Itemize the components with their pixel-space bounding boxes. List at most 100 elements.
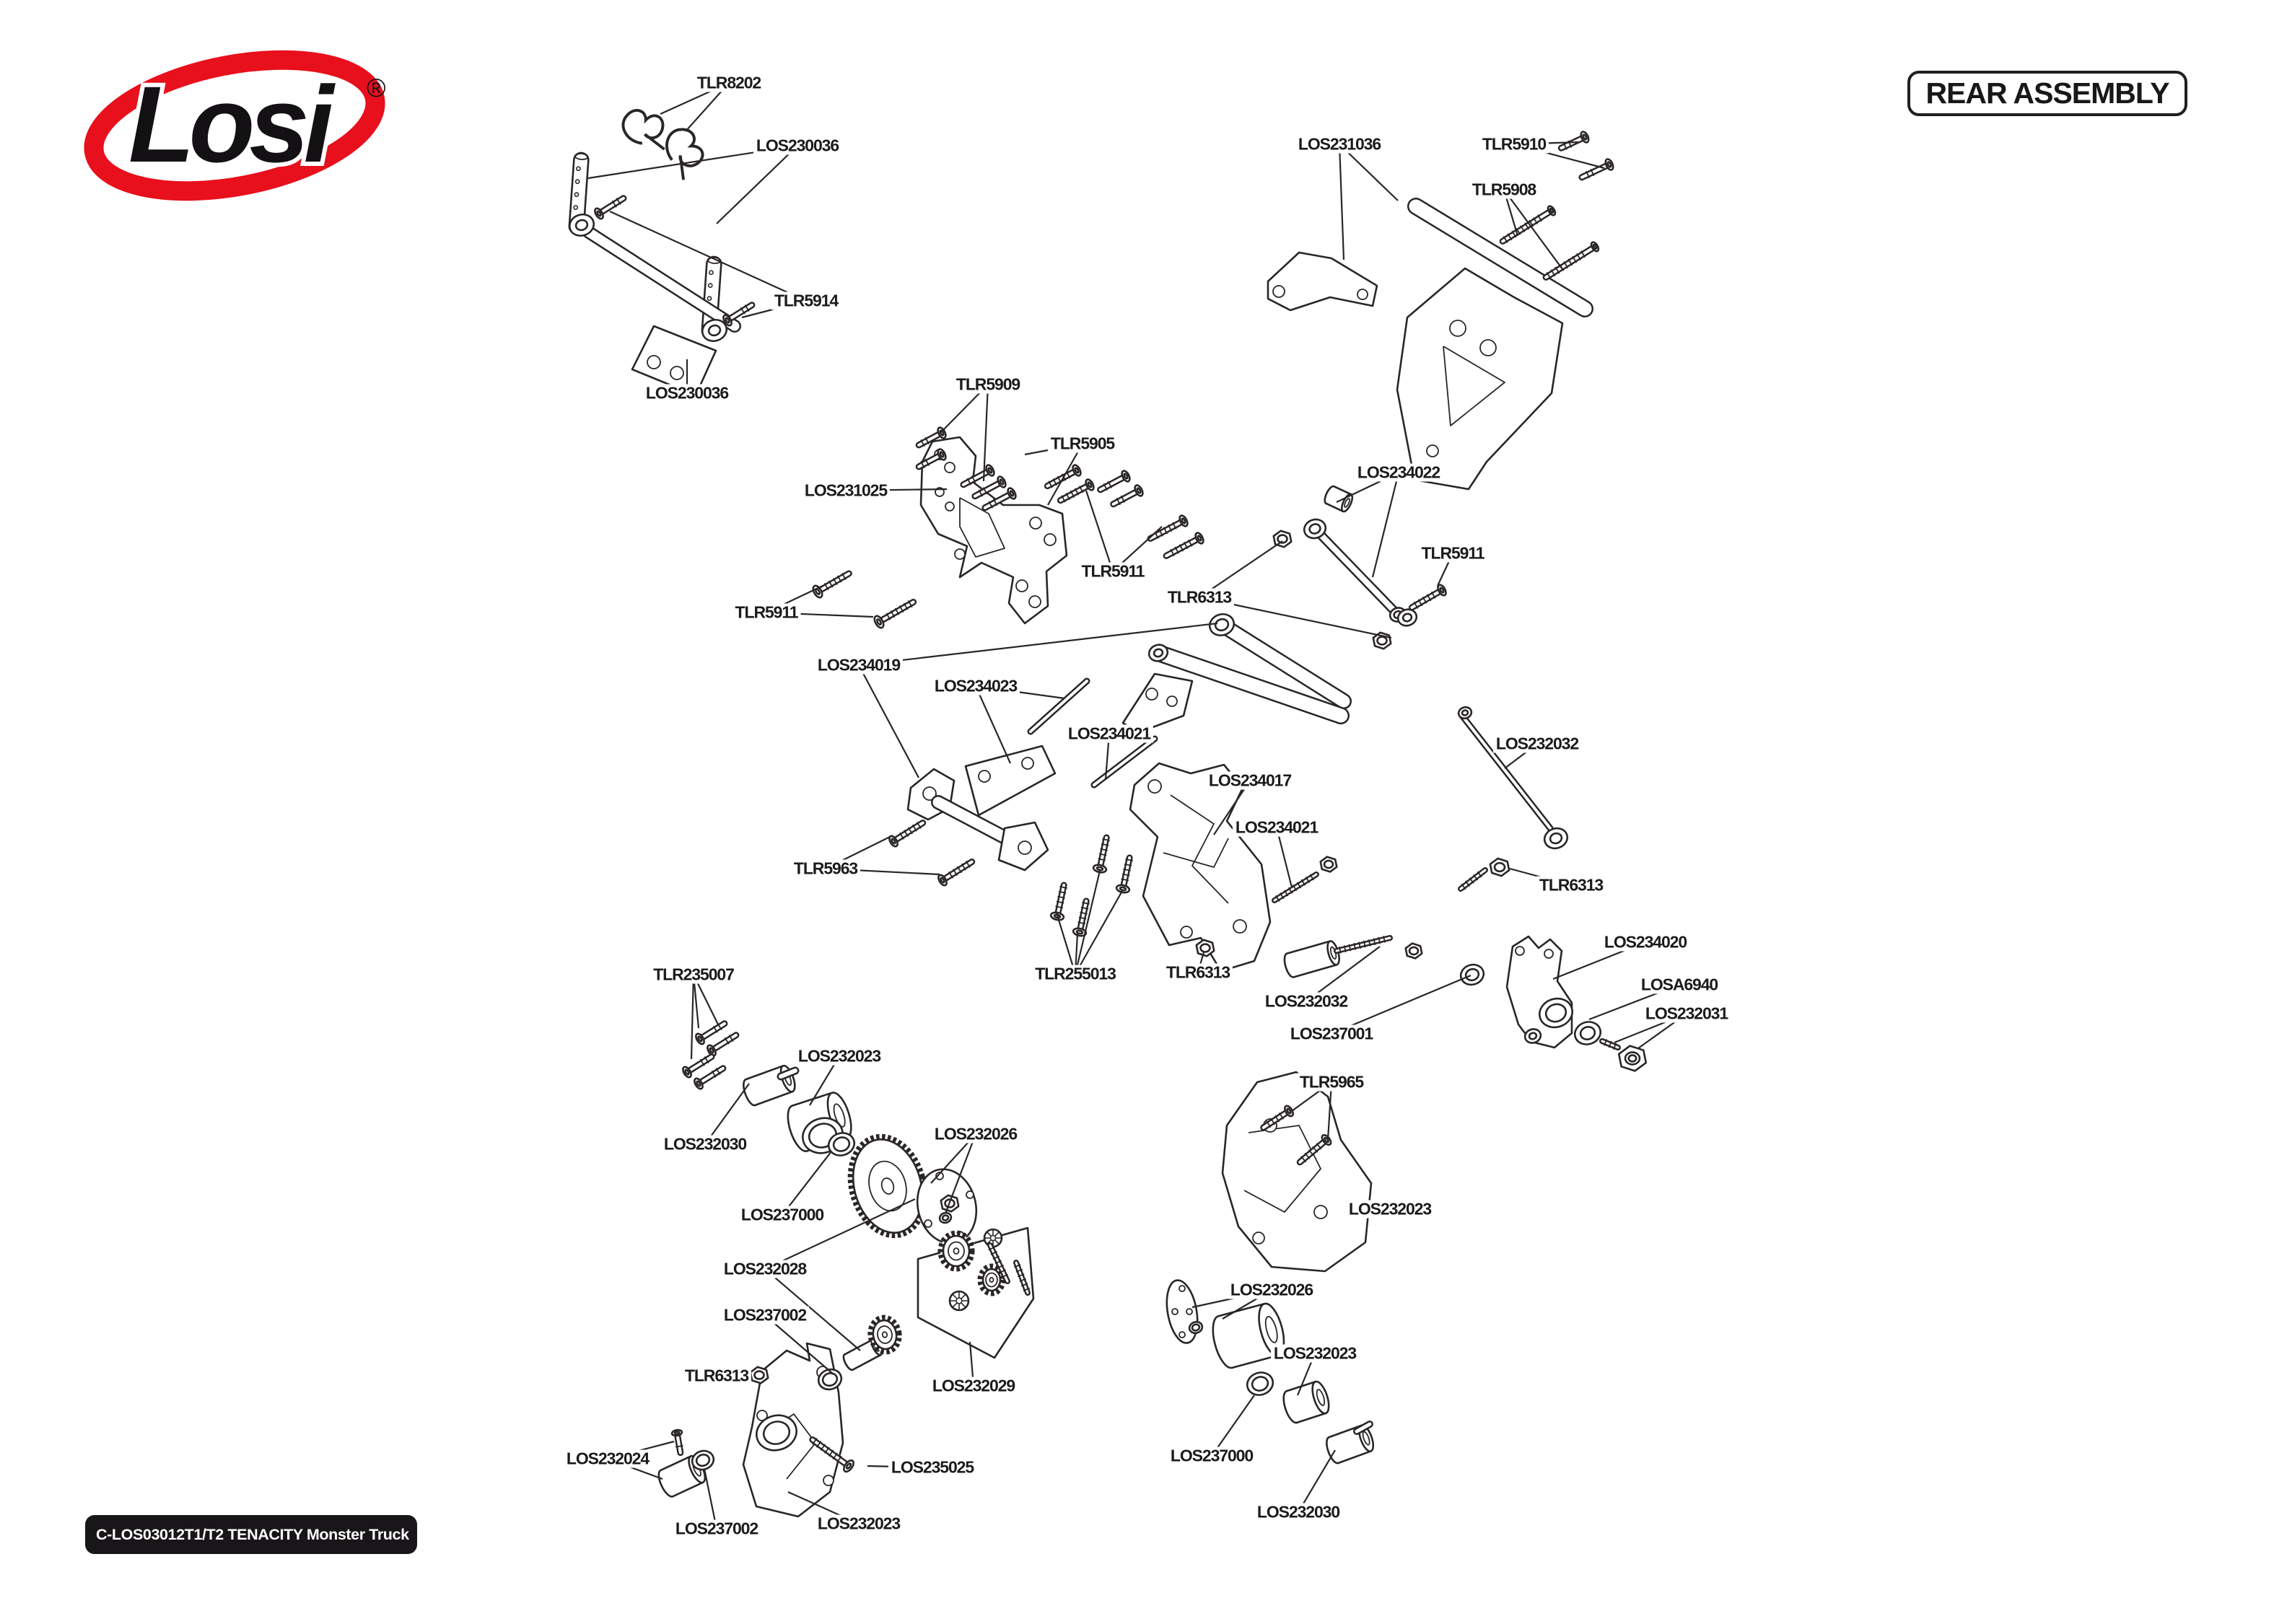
part-nut-tlr6313 <box>1489 857 1510 877</box>
part-screw-tlr5963 <box>888 820 927 848</box>
part-screw-tlr255013 <box>1049 882 1067 921</box>
part-body-mount-bar <box>582 226 741 333</box>
footer-plate: C-LOS03012T1/T2 TENACITY Monster Truck <box>85 1515 417 1554</box>
part-diff-housing <box>1212 1302 1285 1369</box>
part-screw-tlr5911 <box>1163 532 1204 559</box>
part-screw-tlr5908 <box>1542 241 1600 281</box>
part-center-driveshaft <box>1459 712 1554 832</box>
part-o-ring <box>1188 1320 1204 1335</box>
part-hub-pin <box>1599 1038 1621 1050</box>
part-body-clip <box>665 128 704 180</box>
part-screw-tlr235007 <box>695 1020 728 1045</box>
part-chassis-brace <box>1150 644 1350 724</box>
part-pinion-gear <box>867 1314 902 1355</box>
part-hinge-pin-threaded <box>1458 867 1488 892</box>
part-set-screw-los232024 <box>670 1428 684 1457</box>
part-nut-tlr6313 <box>1195 939 1215 957</box>
part-screw-tlr5909 <box>915 448 947 470</box>
logo-swoosh <box>84 50 385 201</box>
part-nut-tlr6313 <box>1319 856 1338 873</box>
part-nut-tlr6313 <box>1404 942 1423 960</box>
part-stub-axle-shaft <box>1334 935 1393 954</box>
part-locking-collar <box>1282 1380 1330 1424</box>
part-arm-mount-plate <box>964 745 1057 817</box>
part-body-mount-eye <box>701 318 728 343</box>
part-rear-suspension-arm <box>1129 762 1272 973</box>
part-screw-tlr255013 <box>1092 834 1110 874</box>
part-rear-bumper-tower <box>1396 267 1564 491</box>
part-bearing-losa6940 <box>1573 1021 1602 1045</box>
part-chassis-brace-eye <box>1208 613 1236 637</box>
part-o-ring <box>938 1211 953 1224</box>
part-stub-axle <box>1283 940 1340 978</box>
part-pivot-ball-barrel <box>1324 485 1354 513</box>
part-screw-tlr5965 <box>1260 1105 1295 1131</box>
part-diff-cross-pin <box>987 1242 1010 1284</box>
part-hinge-pin <box>1090 735 1158 789</box>
part-driveshaft-coupler <box>1543 827 1569 850</box>
part-hinge-pin-threaded <box>1272 872 1319 903</box>
part-screw-tlr5909 <box>915 426 947 449</box>
part-screw-tlr5910 <box>1578 158 1614 181</box>
part-screw-tlr5911 <box>1408 584 1447 611</box>
part-screw-tlr5905 <box>1057 478 1095 504</box>
part-bevel-gear <box>937 1230 975 1272</box>
losi-logo: Losi ® <box>84 50 386 201</box>
part-screw-tlr5914 <box>722 302 756 327</box>
part-screw-tlr235007 <box>682 1053 715 1079</box>
part-chassis-brace <box>1214 617 1352 709</box>
part-pivot-block-bar <box>931 795 1022 850</box>
part-bearing-los237000 <box>1246 1371 1274 1396</box>
logo-wordmark: Losi <box>128 63 336 185</box>
part-gearbox-case <box>1221 1071 1373 1273</box>
part-screw-tlr235007 <box>694 1065 727 1090</box>
part-screw-tlr5963 <box>937 859 976 887</box>
part-bearing-los237002 <box>691 1449 715 1471</box>
part-bearing-los237001 <box>1459 963 1485 986</box>
part-hinge-pin <box>1027 677 1090 735</box>
part-screw-tlr5910 <box>1557 131 1590 152</box>
part-bevel-gear <box>977 1263 1006 1296</box>
part-screw-tlr5908 <box>1499 205 1557 245</box>
part-bevel-pinion <box>948 1290 970 1312</box>
part-hub-bore <box>1539 997 1573 1029</box>
part-chassis-brace-eye <box>1147 644 1169 662</box>
part-screw-tlr5965 <box>1296 1133 1332 1166</box>
kit-part-number: C-LOS03012T1/T2 TENACITY Monster Truck <box>96 1525 409 1543</box>
part-body-mount-eye <box>568 213 595 237</box>
part-screw-tlr5911 <box>1147 514 1189 542</box>
part-shock-tower <box>919 436 1068 625</box>
part-pivot-block <box>997 821 1049 872</box>
logo-registered-mark: ® <box>367 73 386 102</box>
part-screw-tlr255013 <box>1115 854 1133 894</box>
part-diff-cross-pin <box>1013 1260 1031 1296</box>
part-outdrive-shaft <box>1353 1421 1373 1435</box>
part-screw-tlr5909 <box>971 475 1007 500</box>
part-outdrive-shaft <box>777 1066 800 1081</box>
part-hub-lug <box>1523 1028 1542 1044</box>
part-screw-tlr235007 <box>707 1032 740 1057</box>
part-screw-tlr5905 <box>1044 464 1082 490</box>
part-screw-tlr5911 <box>873 599 917 629</box>
part-hex-nut-los232031 <box>1617 1045 1648 1072</box>
part-ring-gear <box>847 1133 928 1239</box>
part-body-post <box>568 152 590 235</box>
part-screw-tlr255013 <box>1072 897 1090 937</box>
part-nut-tlr6313 <box>1272 530 1293 548</box>
part-driveshaft-end <box>1457 706 1473 720</box>
part-gearbox-bore <box>756 1414 797 1452</box>
part-screw-tlr5914 <box>594 195 627 220</box>
part-pivot-ball <box>1396 608 1418 627</box>
part-bearing-los237000 <box>827 1132 856 1156</box>
part-diff-internals-plate <box>917 1226 1035 1359</box>
part-screw-tlr5905 <box>1110 484 1144 508</box>
part-diff-gasket <box>1166 1279 1199 1344</box>
part-bumper-brace <box>1267 251 1378 312</box>
page-title: REAR ASSEMBLY <box>1925 76 2169 110</box>
part-body-clip <box>621 109 665 151</box>
part-bumper-tube <box>1407 198 1593 317</box>
part-outdrive-coupler <box>1326 1424 1375 1465</box>
part-screw-tlr5911 <box>812 570 852 599</box>
